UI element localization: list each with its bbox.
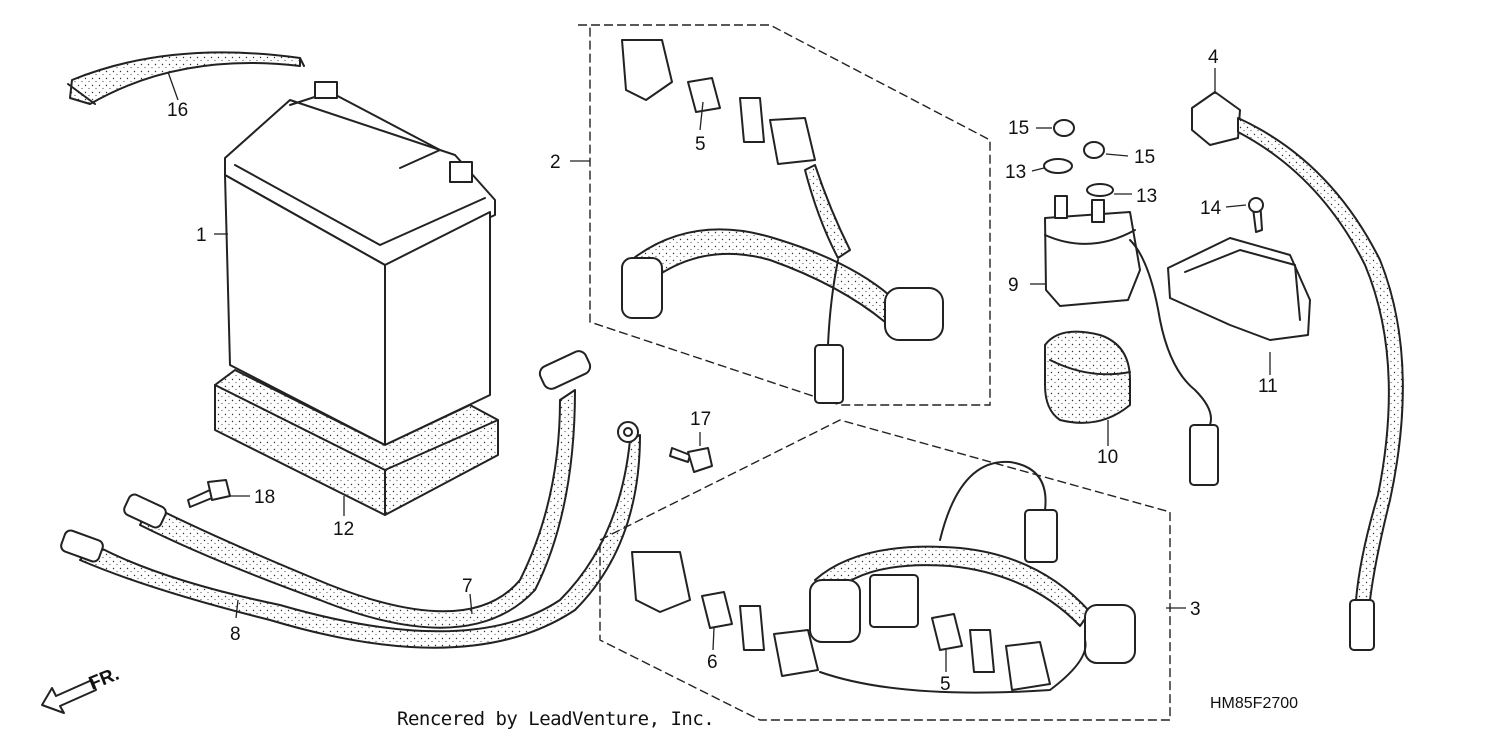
- battery-pad: [214, 369, 499, 516]
- nuts-washers: [1043, 119, 1114, 197]
- callout-15b: 15: [1134, 147, 1155, 168]
- callout-5b: 5: [940, 674, 951, 695]
- battery-strap: [67, 51, 305, 105]
- callout-2: 2: [550, 152, 561, 173]
- diagram-code: HM85F2700: [1210, 695, 1299, 712]
- credit-line: Rencered by LeadVenture, Inc.: [397, 708, 715, 730]
- leader-lines: [214, 68, 1271, 672]
- callout-10: 10: [1097, 447, 1118, 468]
- callout-4: 4: [1208, 47, 1219, 68]
- wire-harness-3: [631, 460, 1136, 694]
- callout-3: 3: [1190, 599, 1201, 620]
- callout-1: 1: [196, 225, 207, 246]
- harness-3-outline: [599, 419, 1171, 721]
- harness-2-outline: [578, 24, 991, 406]
- starter-relay: [1044, 195, 1219, 486]
- relay-bracket: [1167, 197, 1311, 341]
- callout-12: 12: [333, 519, 354, 540]
- callout-9: 9: [1008, 275, 1019, 296]
- bolt-18: [187, 479, 231, 508]
- starter-cable: [1191, 91, 1404, 651]
- front-direction-arrow: FR.: [41, 664, 122, 714]
- direction-label: FR.: [86, 664, 122, 695]
- callout-14: 14: [1200, 198, 1222, 219]
- battery-cables: [60, 350, 641, 649]
- callout-17: 17: [690, 409, 711, 430]
- battery: [224, 81, 496, 446]
- callout-8: 8: [230, 624, 241, 645]
- relay-cover: [1044, 330, 1131, 424]
- callout-11: 11: [1258, 376, 1278, 397]
- callout-13a: 13: [1005, 162, 1026, 183]
- callout-15a: 15: [1008, 118, 1029, 139]
- callout-7: 7: [462, 576, 473, 597]
- wire-harness-2: [621, 39, 944, 404]
- callout-5a: 5: [695, 134, 706, 155]
- callout-18: 18: [254, 487, 275, 508]
- callout-13b: 13: [1136, 186, 1157, 207]
- callout-6: 6: [707, 652, 718, 673]
- callout-16: 16: [167, 100, 188, 121]
- bolt-17: [669, 447, 713, 473]
